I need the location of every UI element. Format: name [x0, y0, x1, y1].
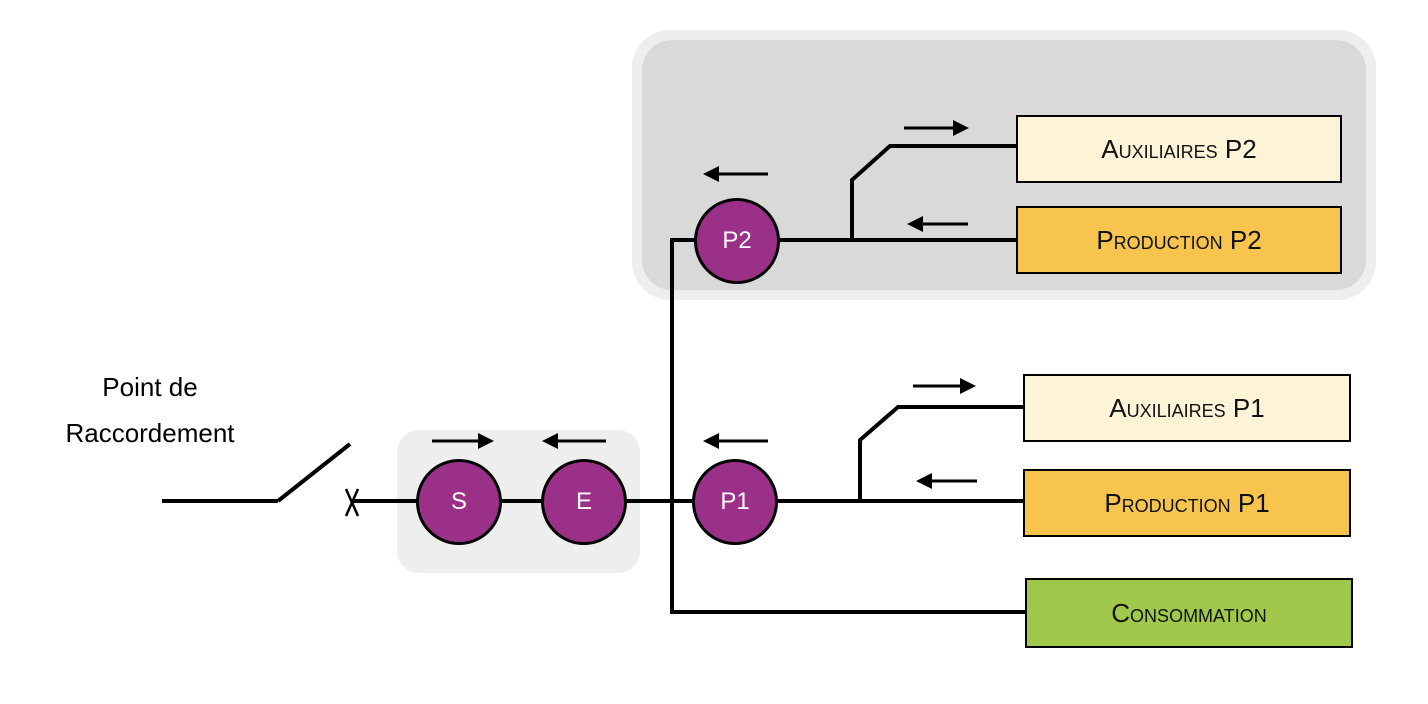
connection-point-label: Point de Raccordement — [40, 372, 260, 448]
aux-p2-arrow-head — [953, 120, 969, 136]
auxiliaires-p1-label: Auxiliaires P1 — [1109, 392, 1265, 423]
production-p1-label: Production P1 — [1104, 487, 1270, 518]
meter-e: E — [541, 459, 627, 545]
production-p2-box: Production P2 — [1016, 206, 1342, 274]
aux-p1-arrow-head — [960, 378, 976, 394]
switch-blade — [276, 442, 352, 503]
e-arrow-head — [542, 433, 558, 449]
bus-to-p2-and-consumption — [670, 238, 1026, 614]
meter-p1-label: P1 — [720, 488, 750, 515]
prod-p2-arrow-head — [907, 216, 923, 232]
s-arrow-head — [478, 433, 494, 449]
p1-arrow-head — [703, 433, 719, 449]
consommation-label: Consommation — [1111, 597, 1267, 628]
p2-arrow-head — [703, 166, 719, 182]
prod-p1-arrow-head — [916, 473, 932, 489]
auxiliaires-p1-box: Auxiliaires P1 — [1023, 374, 1351, 442]
connection-point-line1: Point de — [102, 372, 198, 402]
meter-s-label: S — [450, 488, 467, 515]
meter-s: S — [416, 459, 502, 545]
meter-e-label: E — [575, 488, 592, 515]
auxiliaires-p2-box: Auxiliaires P2 — [1016, 115, 1342, 183]
production-p2-label: Production P2 — [1096, 224, 1262, 255]
auxiliaires-p2-label: Auxiliaires P2 — [1101, 133, 1257, 164]
p2-auxiliaires-line — [850, 144, 1017, 240]
meter-p2-label: P2 — [722, 227, 752, 254]
connection-point-line2: Raccordement — [65, 418, 235, 448]
meter-p1: P1 — [692, 459, 778, 545]
meter-p2: P2 — [694, 198, 780, 284]
p1-auxiliaires-line — [858, 405, 1024, 501]
consommation-box: Consommation — [1025, 578, 1353, 648]
production-p1-box: Production P1 — [1023, 469, 1351, 537]
switch-contact-mark-b — [344, 488, 360, 517]
